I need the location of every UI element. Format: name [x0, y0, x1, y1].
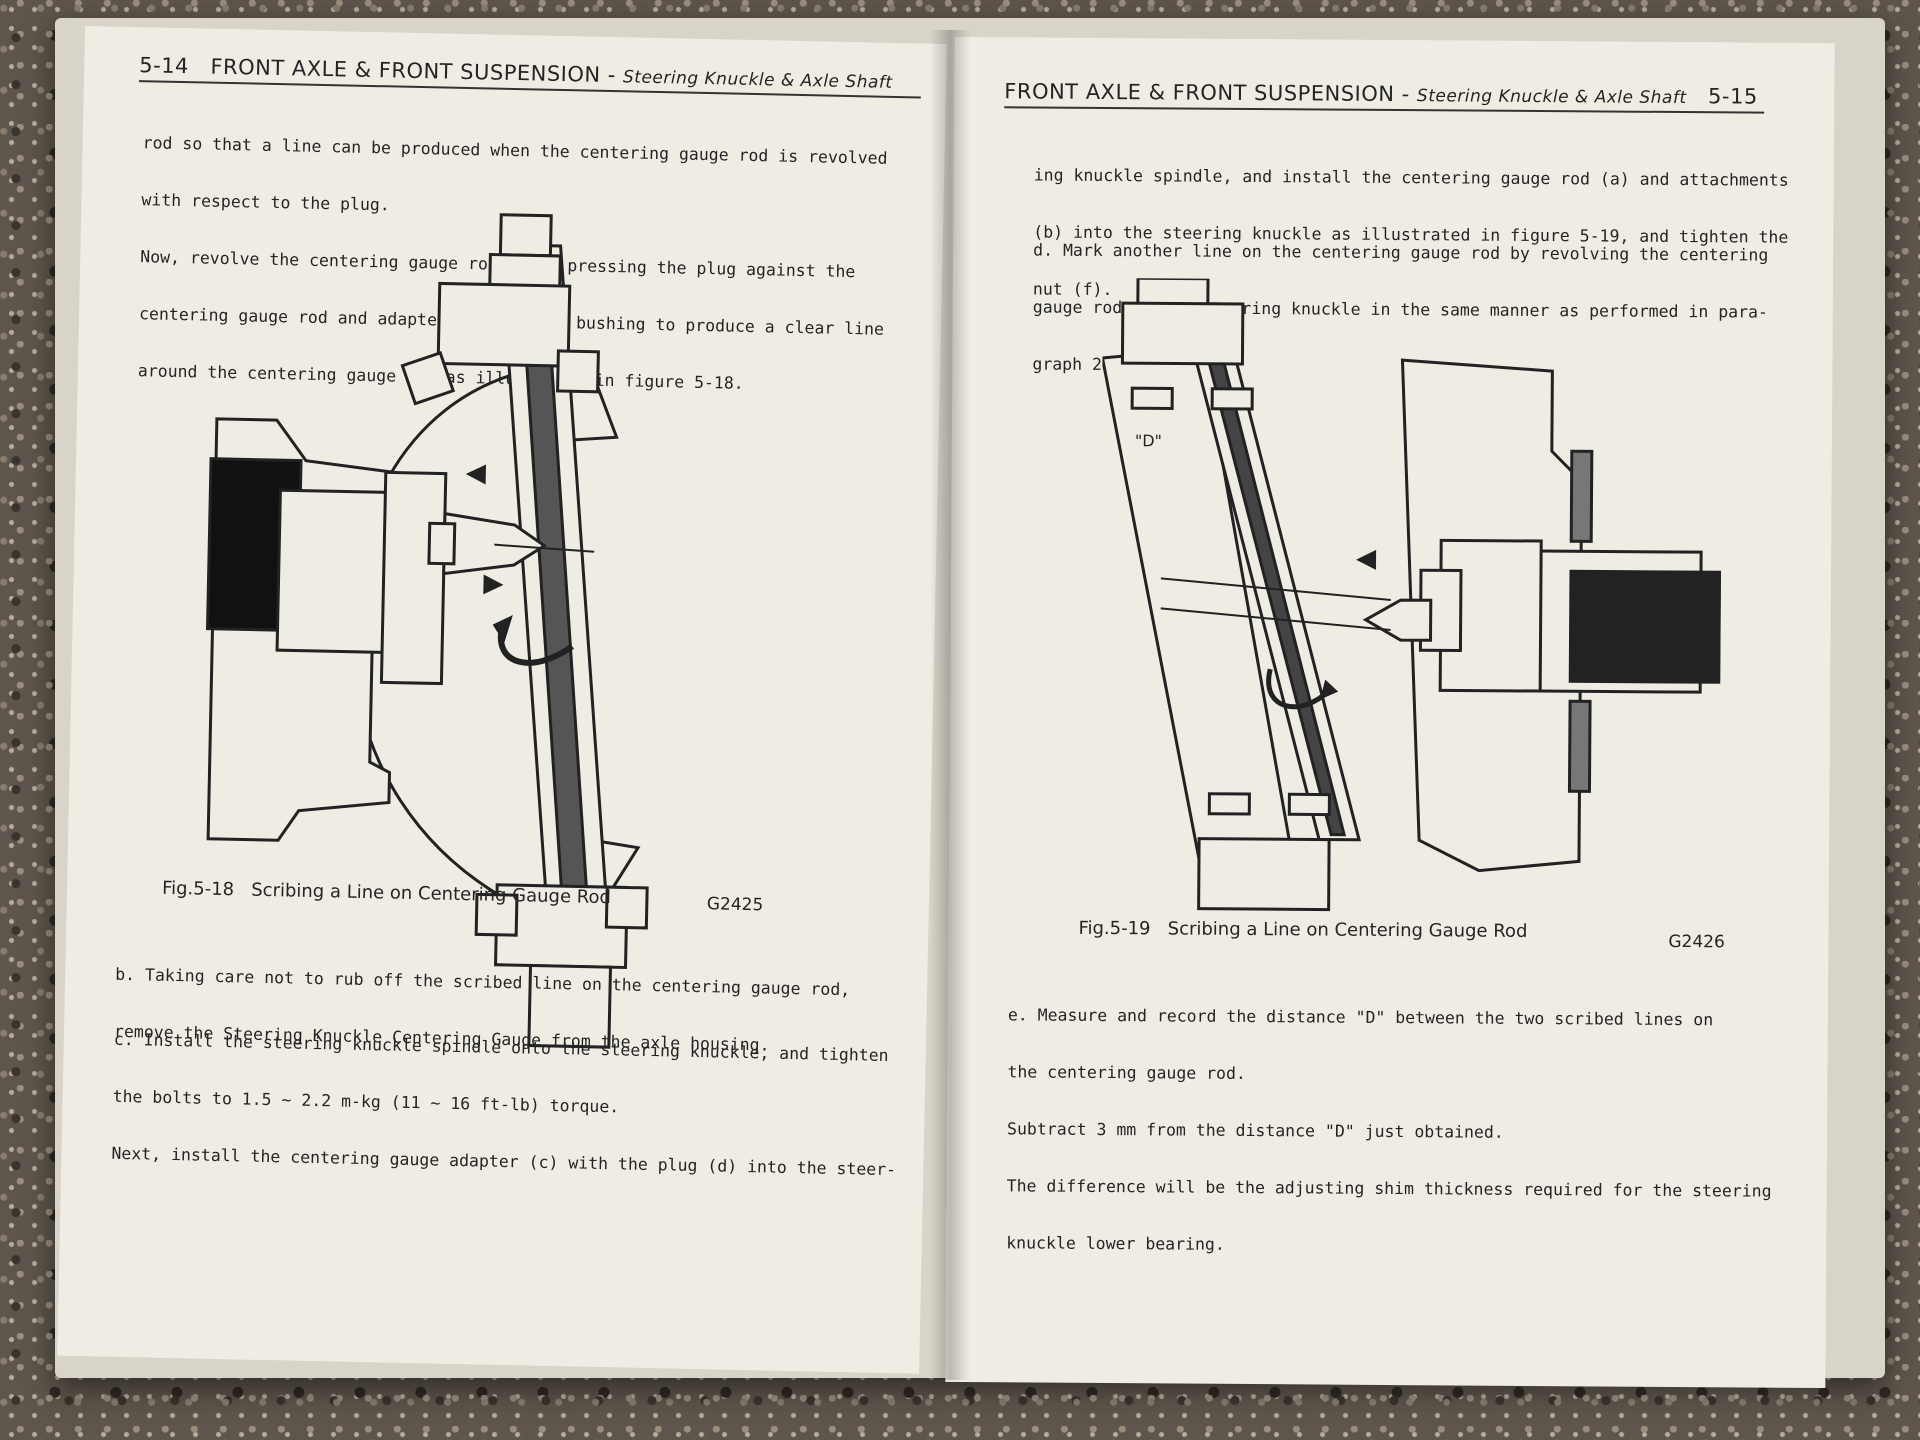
right-paragraph-e: e. Measure and record the distance "D" b… — [1006, 967, 1773, 1295]
text-line: ing knuckle spindle, and install the cen… — [1033, 165, 1789, 190]
left-header-title: FRONT AXLE & FRONT SUSPENSION - — [210, 54, 624, 88]
right-page-number: 5-15 — [1708, 84, 1758, 109]
book-gutter — [930, 30, 970, 1380]
text-line: Subtract 3 mm from the distance "D" just… — [1007, 1119, 1504, 1142]
left-page: 5-14 FRONT AXLE & FRONT SUSPENSION - Ste… — [57, 25, 947, 1374]
left-header-subtitle: Steering Knuckle & Axle Shaft — [622, 67, 893, 93]
right-page: FRONT AXLE & FRONT SUSPENSION - Steering… — [945, 36, 1835, 1389]
text-line: d. Mark another line on the centering ga… — [1033, 240, 1769, 265]
text-line: the bolts to 1.5 ~ 2.2 m-kg (11 ~ 16 ft-… — [112, 1086, 620, 1117]
figure-5-18-diagram — [205, 213, 649, 1049]
left-page-header: 5-14 FRONT AXLE & FRONT SUSPENSION - Ste… — [138, 53, 922, 99]
text-line: the centering gauge rod. — [1007, 1062, 1246, 1084]
figure-5-19-code: G2426 — [1668, 931, 1725, 953]
text-line: The difference will be the adjusting shi… — [1006, 1176, 1772, 1201]
right-header-subtitle: Steering Knuckle & Axle Shaft — [1416, 86, 1687, 109]
right-header-title: FRONT AXLE & FRONT SUSPENSION - — [1004, 79, 1418, 107]
figure-5-18-code: G2425 — [706, 894, 764, 916]
distance-d-label: "D" — [1134, 431, 1163, 451]
figure-5-19-diagram — [1100, 277, 1723, 912]
text-line: e. Measure and record the distance "D" b… — [1007, 1005, 1714, 1030]
text-line: rod so that a line can be produced when … — [142, 133, 888, 168]
left-paragraph-c: c. Install the steering knuckle spindle … — [110, 992, 899, 1217]
text-line: c. Install the steering knuckle spindle … — [113, 1029, 889, 1066]
left-page-number: 5-14 — [139, 53, 190, 79]
figure-5-19-caption: Fig.5-19 Scribing a Line on Centering Ga… — [1078, 917, 1528, 942]
text-line: knuckle lower bearing. — [1006, 1233, 1225, 1254]
text-line: Next, install the centering gauge adapte… — [111, 1143, 897, 1180]
right-page-header: FRONT AXLE & FRONT SUSPENSION - Steering… — [1004, 79, 1765, 114]
